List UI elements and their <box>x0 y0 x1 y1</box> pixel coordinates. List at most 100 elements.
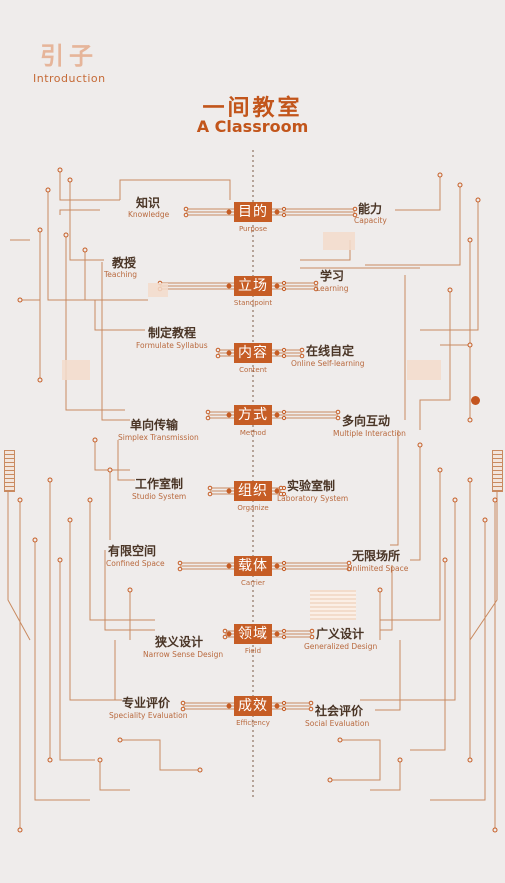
circuit-node <box>274 703 280 709</box>
circuit-trace <box>94 440 130 471</box>
circuit-trace <box>370 760 401 791</box>
circuit-node <box>437 172 443 178</box>
node-carrier: 载体 <box>234 556 272 576</box>
circuit-node <box>180 706 186 712</box>
circuit-node <box>97 757 103 763</box>
node-content: 内容 <box>234 343 272 363</box>
circuit-node <box>197 767 203 773</box>
circuit-trace <box>99 760 130 791</box>
circuit-node <box>327 777 333 783</box>
circuit-node <box>226 283 232 289</box>
circuit-node <box>467 417 473 423</box>
right-node-multiple: 多向互动 <box>342 414 391 428</box>
circuit-node <box>92 437 98 443</box>
circuit-node <box>205 415 211 421</box>
right-node-laboratory: 实验室制 <box>287 479 336 493</box>
circuit-node <box>309 634 315 640</box>
circuit-node <box>215 353 221 359</box>
circuit-node <box>17 827 23 833</box>
circuit-trace <box>360 500 456 701</box>
circuit-node <box>442 557 448 563</box>
circuit-trace <box>65 235 125 411</box>
circuit-node <box>281 634 287 640</box>
circuit-node <box>57 557 63 563</box>
circuit-node <box>281 566 287 572</box>
circuit-node <box>67 517 73 523</box>
circuit-node <box>447 287 453 293</box>
node-organize: 组织 <box>234 481 272 501</box>
right-node-online: 在线自定 <box>306 344 355 358</box>
circuit-node <box>467 237 473 243</box>
left-node-knowledge-en: Knowledge <box>128 210 170 219</box>
circuit-node <box>492 827 498 833</box>
circuit-node <box>226 563 232 569</box>
terminal-dot <box>471 396 480 405</box>
circuit-node <box>45 187 51 193</box>
circuit-node <box>308 706 314 712</box>
circuit-node <box>352 206 358 212</box>
circuit-node <box>337 737 343 743</box>
right-node-social-en: Social Evaluation <box>305 719 370 728</box>
node-method: 方式 <box>234 405 272 425</box>
right-node-online-en: Online Self-learning <box>291 359 365 368</box>
intro-title: 引子 <box>40 42 98 70</box>
circuit-node <box>475 197 481 203</box>
circuit-node <box>281 347 287 353</box>
circuit-node <box>226 350 232 356</box>
left-node-confined-en: Confined Space <box>106 559 165 568</box>
circuit-node <box>87 497 93 503</box>
circuit-node <box>377 587 383 593</box>
circuit-node <box>335 415 341 421</box>
circuit-node <box>207 491 213 497</box>
connector-chip <box>492 450 503 492</box>
right-node-capacity: 能力 <box>358 202 383 216</box>
circuit-node <box>207 485 213 491</box>
circuit-node <box>17 497 23 503</box>
circuit-node <box>281 206 287 212</box>
circuit-trace <box>119 179 231 200</box>
circuit-trace <box>117 440 135 481</box>
circuit-node <box>226 209 232 215</box>
left-node-confined: 有限空间 <box>108 544 157 558</box>
circuit-trace <box>120 739 200 771</box>
right-node-multiple-en: Multiple Interaction <box>333 429 406 438</box>
circuit-trace <box>20 299 41 330</box>
left-node-speciality: 专业评价 <box>122 696 171 710</box>
circuit-node <box>299 347 305 353</box>
left-node-studio: 工作室制 <box>135 477 184 491</box>
circuit-node <box>281 628 287 634</box>
right-node-learning: 学习 <box>320 269 345 283</box>
left-node-teaching: 教授 <box>112 256 137 270</box>
circuit-node <box>457 182 463 188</box>
circuit-trace <box>7 490 31 641</box>
circuit-trace <box>89 500 155 621</box>
node-efficiency: 成效 <box>234 696 272 716</box>
circuit-node <box>47 477 53 483</box>
left-node-syllabus: 制定教程 <box>148 326 197 340</box>
left-node-speciality-en: Speciality Evaluation <box>109 711 188 720</box>
node-organize-en: Organize <box>237 504 269 512</box>
circuit-node <box>82 247 88 253</box>
circuit-node <box>335 409 341 415</box>
connector-chip <box>4 450 15 492</box>
circuit-node <box>281 491 287 497</box>
right-node-unlimited: 无限场所 <box>352 549 401 563</box>
circuit-node <box>183 206 189 212</box>
node-field-en: Field <box>244 647 262 655</box>
circuit-trace <box>59 560 95 761</box>
circuit-trace <box>84 250 148 301</box>
circuit-node <box>309 628 315 634</box>
right-node-generalized-en: Generalized Design <box>304 642 378 651</box>
right-node-unlimited-en: Unlimited Space <box>347 564 409 573</box>
left-node-narrow-en: Narrow Sense Design <box>143 650 224 659</box>
circuit-node <box>107 467 113 473</box>
node-field: 领域 <box>234 624 272 644</box>
circuit-node <box>226 412 232 418</box>
circuit-trace <box>420 200 479 331</box>
left-node-studio-en: Studio System <box>132 492 187 501</box>
right-node-learning-en: Learning <box>316 284 349 293</box>
deco-hatch <box>310 590 356 620</box>
circuit-trace <box>380 470 441 621</box>
circuit-node <box>17 297 23 303</box>
